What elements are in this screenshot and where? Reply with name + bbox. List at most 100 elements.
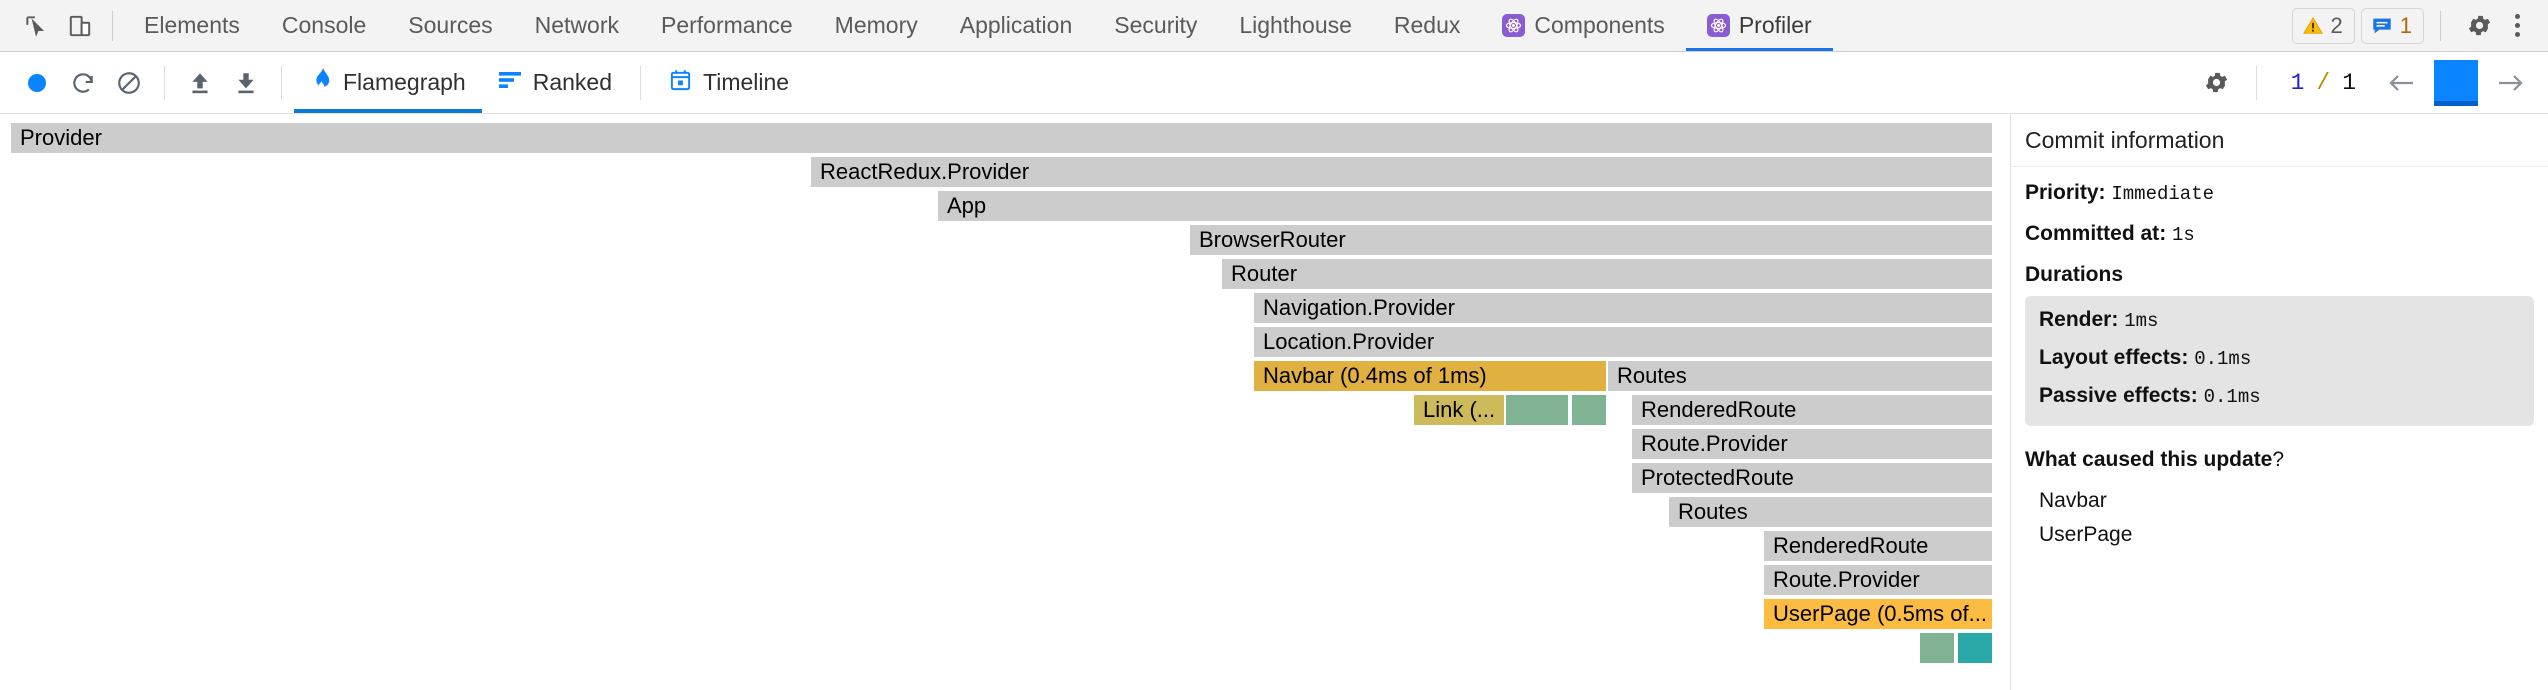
load-profile-button[interactable] bbox=[177, 60, 223, 106]
tab-lighthouse-label: Lighthouse bbox=[1239, 12, 1352, 38]
previous-commit-button[interactable] bbox=[2378, 60, 2424, 106]
tab-timeline-label: Timeline bbox=[703, 69, 790, 95]
commit-separator: / bbox=[2316, 69, 2331, 96]
tab-elements[interactable]: Elements bbox=[123, 0, 261, 51]
record-button[interactable] bbox=[14, 60, 60, 106]
profiler-toolbar: Flamegraph Ranked Timeline bbox=[0, 52, 2548, 114]
priority-row: Priority: Immediate bbox=[2025, 181, 2214, 205]
tab-profiler-label: Profiler bbox=[1738, 12, 1812, 38]
tab-components[interactable]: Components bbox=[1481, 0, 1685, 51]
priority-value: Immediate bbox=[2111, 183, 2214, 205]
inspect-element-icon[interactable] bbox=[14, 4, 58, 48]
ranked-bars-icon bbox=[498, 69, 522, 96]
flamegraph-node-app[interactable]: App bbox=[938, 191, 1994, 221]
flamegraph-node-router[interactable]: Router bbox=[1222, 259, 1994, 289]
duration-render-label: Render bbox=[2039, 308, 2112, 331]
cause-item-userpage[interactable]: UserPage bbox=[2039, 523, 2133, 546]
warning-triangle-icon bbox=[2302, 16, 2323, 34]
device-toolbar-icon[interactable] bbox=[58, 4, 102, 48]
commit-information-sidebar: Commit information Priority: Immediate C… bbox=[2010, 114, 2548, 690]
committed-at-label: Committed at bbox=[2025, 222, 2160, 245]
tab-performance[interactable]: Performance bbox=[640, 0, 814, 51]
duration-render-value: 1ms bbox=[2124, 310, 2159, 332]
committed-at-value: 1s bbox=[2172, 224, 2195, 246]
tab-flamegraph[interactable]: Flamegraph bbox=[294, 53, 482, 113]
commit-bar-chart-item[interactable] bbox=[2434, 59, 2478, 106]
flamegraph-node-navigation.provider[interactable]: Navigation.Provider bbox=[1254, 293, 1994, 323]
speech-bubble-icon bbox=[2373, 18, 2391, 33]
next-commit-button[interactable] bbox=[2488, 60, 2534, 106]
flamegraph-node-location.provider[interactable]: Location.Provider bbox=[1254, 327, 1994, 357]
flamegraph-node-link[interactable]: Link (... bbox=[1414, 395, 1506, 425]
warnings-badge[interactable]: 2 bbox=[2291, 7, 2355, 44]
calendar-icon bbox=[669, 68, 692, 98]
flamegraph-node[interactable] bbox=[1920, 633, 1956, 663]
flamegraph-node-provider[interactable]: Provider bbox=[11, 123, 1994, 153]
react-logo-icon bbox=[1706, 14, 1730, 37]
gear-icon[interactable] bbox=[2457, 4, 2501, 48]
status-divider bbox=[2440, 10, 2441, 41]
flamegraph-row: Provider bbox=[0, 123, 2010, 153]
flamegraph-row: RenderedRoute bbox=[0, 531, 2010, 561]
reload-and-record-button[interactable] bbox=[60, 60, 106, 106]
durations-box: Render: 1ms Layout effects: 0.1ms Passiv… bbox=[2025, 296, 2534, 426]
what-caused-update-title: What caused this update? bbox=[2025, 448, 2534, 472]
tab-ranked[interactable]: Ranked bbox=[482, 53, 628, 113]
flamegraph-node[interactable] bbox=[1572, 395, 1608, 425]
devtools-status-area: 2 1 bbox=[2291, 4, 2535, 48]
tab-flamegraph-label: Flamegraph bbox=[343, 69, 466, 95]
toolbar-divider bbox=[164, 65, 165, 100]
flame-icon bbox=[310, 67, 332, 98]
cause-item-navbar[interactable]: Navbar bbox=[2039, 489, 2107, 512]
flamegraph-node-reactredux.provider[interactable]: ReactRedux.Provider bbox=[811, 157, 1994, 187]
flamegraph-node-protectedroute[interactable]: ProtectedRoute bbox=[1632, 463, 1994, 493]
flamegraph-row: Navigation.Provider bbox=[0, 293, 2010, 323]
messages-badge[interactable]: 1 bbox=[2360, 7, 2424, 44]
tab-application[interactable]: Application bbox=[939, 0, 1094, 51]
flamegraph-node-browserrouter[interactable]: BrowserRouter bbox=[1190, 225, 1994, 255]
durations-title: Durations bbox=[2025, 263, 2124, 286]
duration-passive-effects-row: Passive effects: 0.1ms bbox=[2039, 384, 2261, 408]
save-profile-button[interactable] bbox=[223, 60, 269, 106]
tab-profiler[interactable]: Profiler bbox=[1686, 0, 1833, 51]
flamegraph-node-routes[interactable]: Routes bbox=[1669, 497, 1994, 527]
devtools-tab-list: Elements Console Sources Network Perform… bbox=[123, 0, 1833, 51]
flamegraph-node-renderedroute[interactable]: RenderedRoute bbox=[1764, 531, 1994, 561]
tab-security[interactable]: Security bbox=[1093, 0, 1218, 51]
tab-timeline[interactable]: Timeline bbox=[653, 53, 805, 113]
flamegraph-row: Route.Provider bbox=[0, 429, 2010, 459]
duration-layout-effects-value: 0.1ms bbox=[2194, 348, 2252, 370]
flamegraph-row: Navbar (0.4ms of 1ms)Routes bbox=[0, 361, 2010, 391]
kebab-menu-icon[interactable] bbox=[2507, 14, 2528, 37]
tab-ranked-label: Ranked bbox=[532, 69, 613, 95]
tab-lighthouse[interactable]: Lighthouse bbox=[1218, 0, 1373, 51]
flamegraph-row: UserPage (0.5ms of... bbox=[0, 599, 2010, 629]
flamegraph-node-userpage[interactable]: UserPage (0.5ms of... bbox=[1764, 599, 1994, 629]
flamegraph-row bbox=[0, 633, 2010, 663]
flamegraph-node-navbar[interactable]: Navbar (0.4ms of 1ms) bbox=[1254, 361, 1608, 391]
flamegraph-row: Location.Provider bbox=[0, 327, 2010, 357]
flamegraph-node-route.provider[interactable]: Route.Provider bbox=[1632, 429, 1994, 459]
flamegraph-row: BrowserRouter bbox=[0, 225, 2010, 255]
tab-sources[interactable]: Sources bbox=[387, 0, 513, 51]
gear-icon[interactable] bbox=[2194, 60, 2240, 106]
commit-counter: 1 / 1 bbox=[2273, 70, 2374, 96]
flamegraph-node-route.provider[interactable]: Route.Provider bbox=[1764, 565, 1994, 595]
flamegraph-node-renderedroute[interactable]: RenderedRoute bbox=[1632, 395, 1994, 425]
tab-network[interactable]: Network bbox=[514, 0, 640, 51]
tab-memory[interactable]: Memory bbox=[814, 0, 939, 51]
what-caused-update-label: What caused this update bbox=[2025, 448, 2273, 471]
duration-layout-effects-row: Layout effects: 0.1ms bbox=[2039, 346, 2252, 370]
tab-console[interactable]: Console bbox=[261, 0, 387, 51]
flamegraph-row: ReactRedux.Provider bbox=[0, 157, 2010, 187]
duration-passive-effects-value: 0.1ms bbox=[2203, 386, 2261, 408]
tab-redux[interactable]: Redux bbox=[1373, 0, 1481, 51]
flamegraph-node-routes[interactable]: Routes bbox=[1608, 361, 1994, 391]
flamegraph-node[interactable] bbox=[1958, 633, 1994, 663]
toolbar-divider bbox=[2255, 65, 2257, 100]
react-logo-icon bbox=[1502, 14, 1526, 37]
flamegraph-node[interactable] bbox=[1506, 395, 1570, 425]
clear-button[interactable] bbox=[106, 60, 152, 106]
